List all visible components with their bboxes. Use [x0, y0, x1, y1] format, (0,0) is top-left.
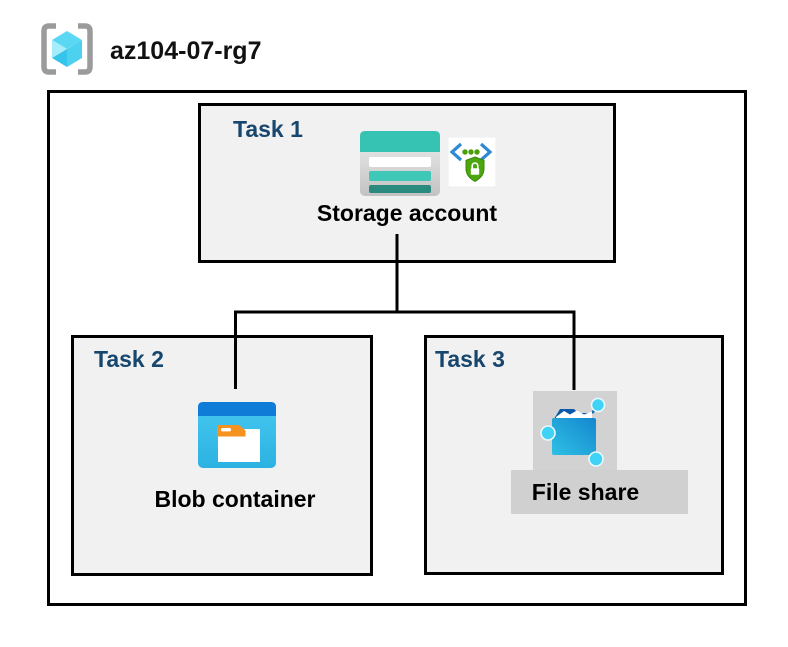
file-share-label: File share [531, 479, 640, 505]
secured-access-icon [448, 137, 496, 187]
task2-box: Task 2 Blob container [71, 335, 373, 576]
file-share-icon [540, 397, 606, 467]
task3-box: Task 3 File share [424, 335, 724, 575]
task1-box: Task 1 Storage account [198, 103, 616, 263]
file-share-label-background: File share [511, 470, 688, 514]
storage-account-icon [360, 131, 440, 196]
storage-account-label: Storage account [316, 200, 498, 226]
resource-group-name: az104-07-rg7 [110, 37, 262, 65]
task1-label: Task 1 [233, 116, 303, 142]
task3-label: Task 3 [435, 346, 505, 372]
resource-group-icon [41, 23, 93, 75]
blob-container-label: Blob container [154, 486, 316, 512]
file-share-icon-background [533, 391, 617, 471]
task2-label: Task 2 [94, 346, 164, 372]
blob-container-icon [198, 402, 276, 468]
